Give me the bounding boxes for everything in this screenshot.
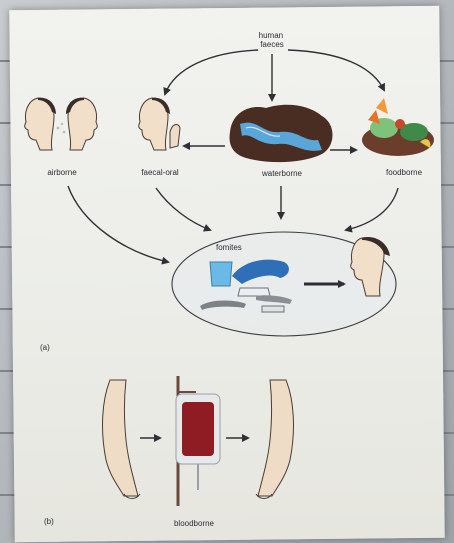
blood-bag-illustration <box>176 376 220 506</box>
source-label: human faeces <box>259 31 286 49</box>
arrow-foodborne-to-fomites <box>346 188 398 230</box>
route-label-waterborne: waterborne <box>261 169 303 178</box>
bloodborne-label: bloodborne <box>174 519 215 528</box>
airborne-faces-illustration <box>25 98 98 150</box>
recipient-arm-illustration <box>256 380 293 499</box>
route-label-airborne: airborne <box>47 168 77 177</box>
fomites-label: fomites <box>216 243 242 252</box>
route-label-foodborne: foodborne <box>386 168 423 177</box>
donor-arm-illustration <box>103 380 140 499</box>
arrow-to-faecal-oral <box>165 50 258 94</box>
arrow-airborne-to-fomites <box>68 186 168 262</box>
waterborne-illustration <box>230 105 333 162</box>
arrow-faecal-oral-to-fomites <box>156 188 210 230</box>
route-label-faecal-oral: faecal-oral <box>141 168 179 177</box>
foodborne-illustration <box>362 98 434 156</box>
panel-a-label: (a) <box>40 343 50 352</box>
arrow-to-foodborne <box>288 50 384 90</box>
source-arrows <box>68 50 398 262</box>
faecal-oral-illustration <box>139 98 180 150</box>
panel-b-label: (b) <box>44 517 54 526</box>
